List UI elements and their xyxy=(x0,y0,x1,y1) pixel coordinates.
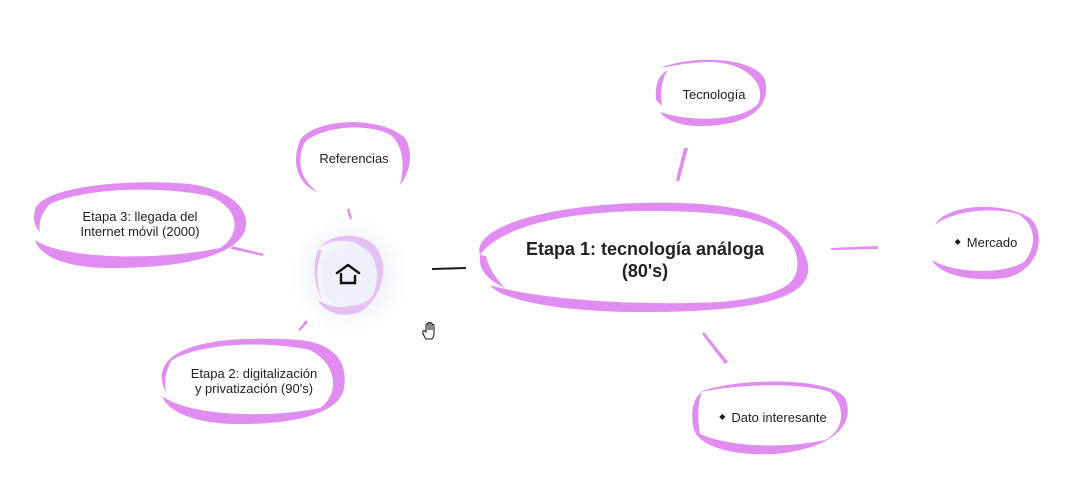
home-bg xyxy=(321,245,377,306)
node-label: Mercado xyxy=(966,234,1018,250)
node-etapa-3[interactable]: Etapa 3: llegada del Internet móvil (200… xyxy=(40,200,240,248)
home-icon xyxy=(335,263,361,285)
hand-cursor-icon xyxy=(422,321,435,340)
node-label: Etapa 2: digitalización y privatización … xyxy=(190,366,318,396)
node-referencias[interactable]: Referencias xyxy=(304,136,404,180)
connector-dato xyxy=(702,332,728,364)
node-label: Etapa 3: llegada del Internet móvil (200… xyxy=(80,209,200,239)
central-node-label: Etapa 1: tecnología análoga (80's) xyxy=(525,239,765,281)
node-dato-interesante[interactable]: ◆ Dato interesante xyxy=(700,395,846,439)
bullet-icon: ◆ xyxy=(719,411,726,421)
bullet-icon: ◆ xyxy=(954,236,961,246)
node-etapa-2[interactable]: Etapa 2: digitalización y privatización … xyxy=(166,357,342,405)
connector-tecnologia xyxy=(676,148,688,182)
connector-home-central xyxy=(431,267,467,270)
node-label: Tecnología xyxy=(682,86,746,102)
node-mercado[interactable]: ◆ Mercado xyxy=(936,220,1036,264)
node-label: Referencias xyxy=(319,150,389,166)
node-label: Dato interesante xyxy=(731,409,827,425)
home-button[interactable] xyxy=(315,237,381,311)
central-node[interactable]: Etapa 1: tecnología análoga (80's) xyxy=(490,215,800,305)
node-tecnologia[interactable]: Tecnología xyxy=(665,72,763,116)
connector-etapa2 xyxy=(298,320,308,331)
connector-mercado xyxy=(830,246,878,250)
